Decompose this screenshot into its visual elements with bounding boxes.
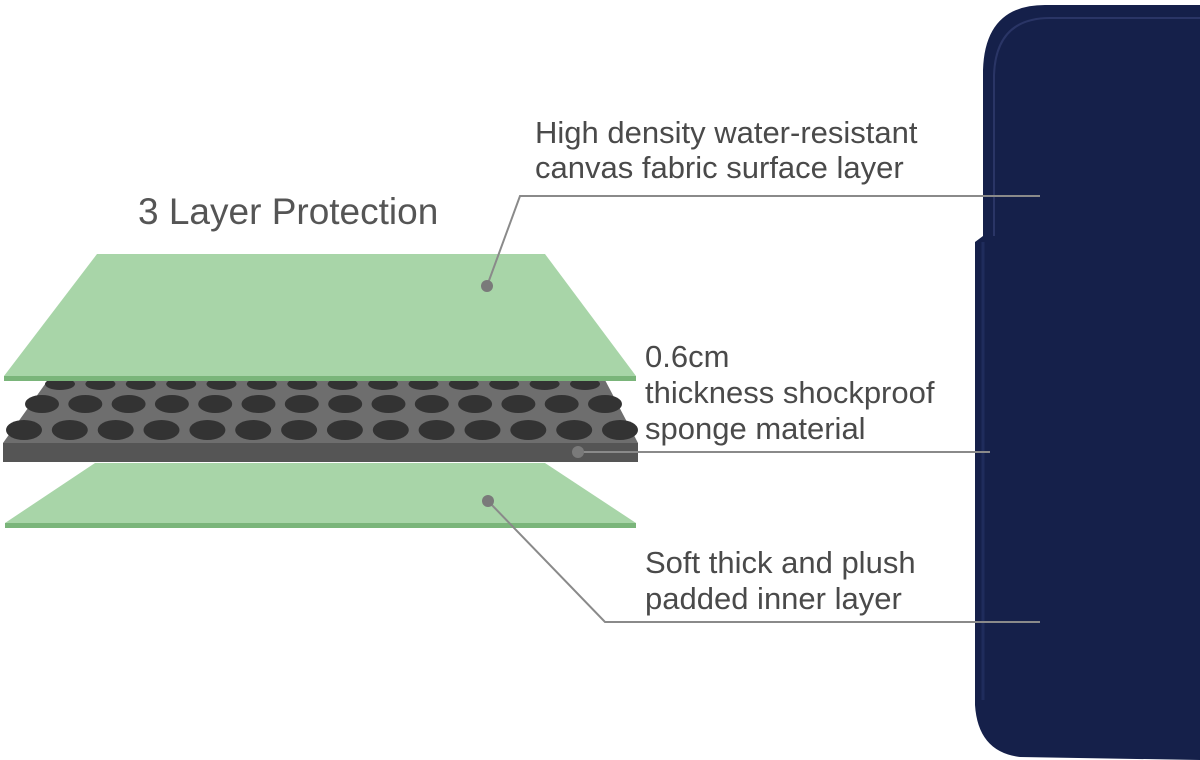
inner-layer-plate [5, 463, 636, 528]
outer-layer-plate [4, 254, 636, 381]
outer-layer-top [4, 254, 636, 376]
sponge-layer [3, 378, 638, 462]
sponge-hole [189, 420, 226, 440]
sponge-hole [111, 395, 146, 413]
sponge-hole [281, 420, 318, 440]
diagram-title: 3 Layer Protection [138, 191, 439, 232]
sponge-hole [328, 395, 363, 413]
label-outer-layer: High density water-resistant canvas fabr… [535, 115, 918, 185]
sponge-hole [154, 395, 189, 413]
sponge-hole [414, 395, 449, 413]
sponge-hole [97, 420, 134, 440]
sponge-hole [235, 420, 272, 440]
sponge-hole [544, 395, 579, 413]
sponge-layer-edge [3, 443, 638, 462]
sponge-hole [510, 420, 547, 440]
leader-dot-outer [481, 280, 493, 292]
inner-layer-edge [5, 523, 636, 528]
sponge-hole [326, 420, 363, 440]
label-sponge-layer: 0.6cm thickness shockproof sponge materi… [645, 339, 935, 446]
sponge-hole [68, 395, 103, 413]
sponge-hole [418, 420, 455, 440]
leader-line-outer [486, 195, 1040, 287]
sponge-hole [372, 420, 409, 440]
sponge-hole [143, 420, 180, 440]
sponge-hole [6, 420, 42, 440]
sponge-hole [51, 420, 88, 440]
sponge-hole [371, 395, 406, 413]
sponge-hole [588, 395, 622, 413]
leader-dot-inner [482, 495, 494, 507]
laptop-sleeve-image [975, 5, 1200, 760]
inner-layer-top [5, 463, 636, 523]
outer-layer-edge [4, 376, 636, 381]
sponge-hole [464, 420, 501, 440]
sleeve-body [975, 5, 1200, 760]
sponge-hole [241, 395, 276, 413]
leader-lines [481, 195, 1040, 623]
sleeve-seam [993, 17, 1200, 236]
label-inner-layer: Soft thick and plush padded inner layer [645, 545, 916, 616]
sponge-hole [284, 395, 319, 413]
sponge-hole [458, 395, 493, 413]
sponge-hole [25, 395, 59, 413]
sponge-hole [602, 420, 638, 440]
leader-line-inner [487, 500, 1040, 623]
sponge-hole [556, 420, 593, 440]
leader-dot-middle [572, 446, 584, 458]
sponge-hole [198, 395, 233, 413]
sponge-hole [501, 395, 536, 413]
